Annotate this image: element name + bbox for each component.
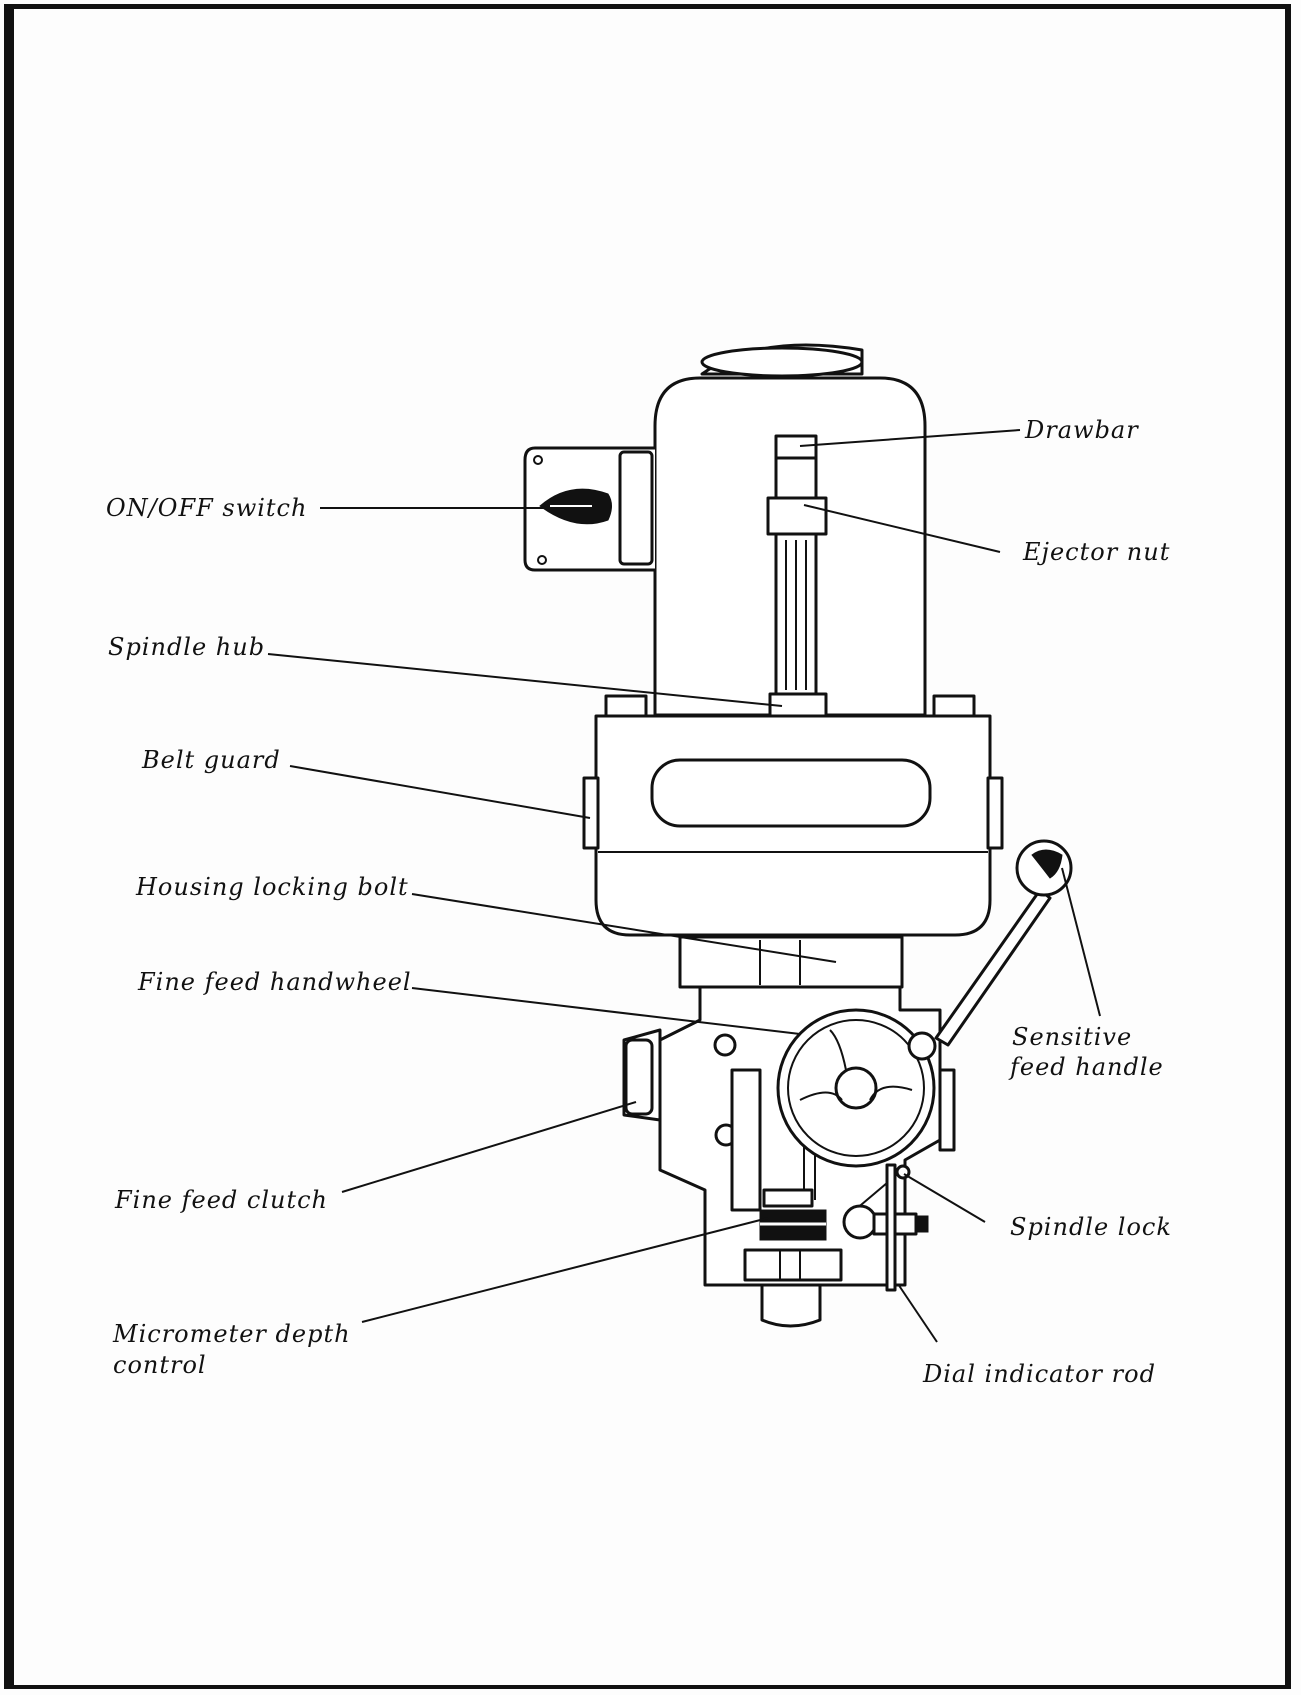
label-dial-indicator-rod: Dial indicator rod	[922, 1360, 1156, 1388]
leader-lines	[267, 429, 1101, 1343]
label-housing-locking-bolt: Housing locking bolt	[135, 873, 409, 901]
label-sensitive-feed-handle-line1: Sensitive	[1012, 1023, 1132, 1051]
label-fine-feed-clutch: Fine feed clutch	[114, 1186, 328, 1214]
label-spindle-lock: Spindle lock	[1010, 1213, 1172, 1241]
label-belt-guard: Belt guard	[141, 746, 281, 774]
label-micrometer-depth-control-line2: control	[113, 1351, 207, 1379]
label-spindle-hub: Spindle hub	[108, 633, 265, 661]
motor-housing	[523, 343, 927, 718]
page-border	[4, 4, 1291, 1689]
label-fine-feed-handwheel: Fine feed handwheel	[137, 968, 412, 996]
label-micrometer-depth-control-line1: Micrometer depth	[112, 1320, 351, 1348]
labels: ON/OFF switch Drawbar Ejector nut Spindl…	[106, 416, 1172, 1388]
label-ejector-nut: Ejector nut	[1022, 538, 1170, 566]
label-on-off-switch: ON/OFF switch	[106, 494, 307, 522]
label-sensitive-feed-handle-line2: feed handle	[1008, 1053, 1164, 1081]
label-drawbar: Drawbar	[1024, 416, 1139, 444]
handwheel	[776, 839, 1073, 1168]
belt-guard-body	[582, 694, 1004, 937]
